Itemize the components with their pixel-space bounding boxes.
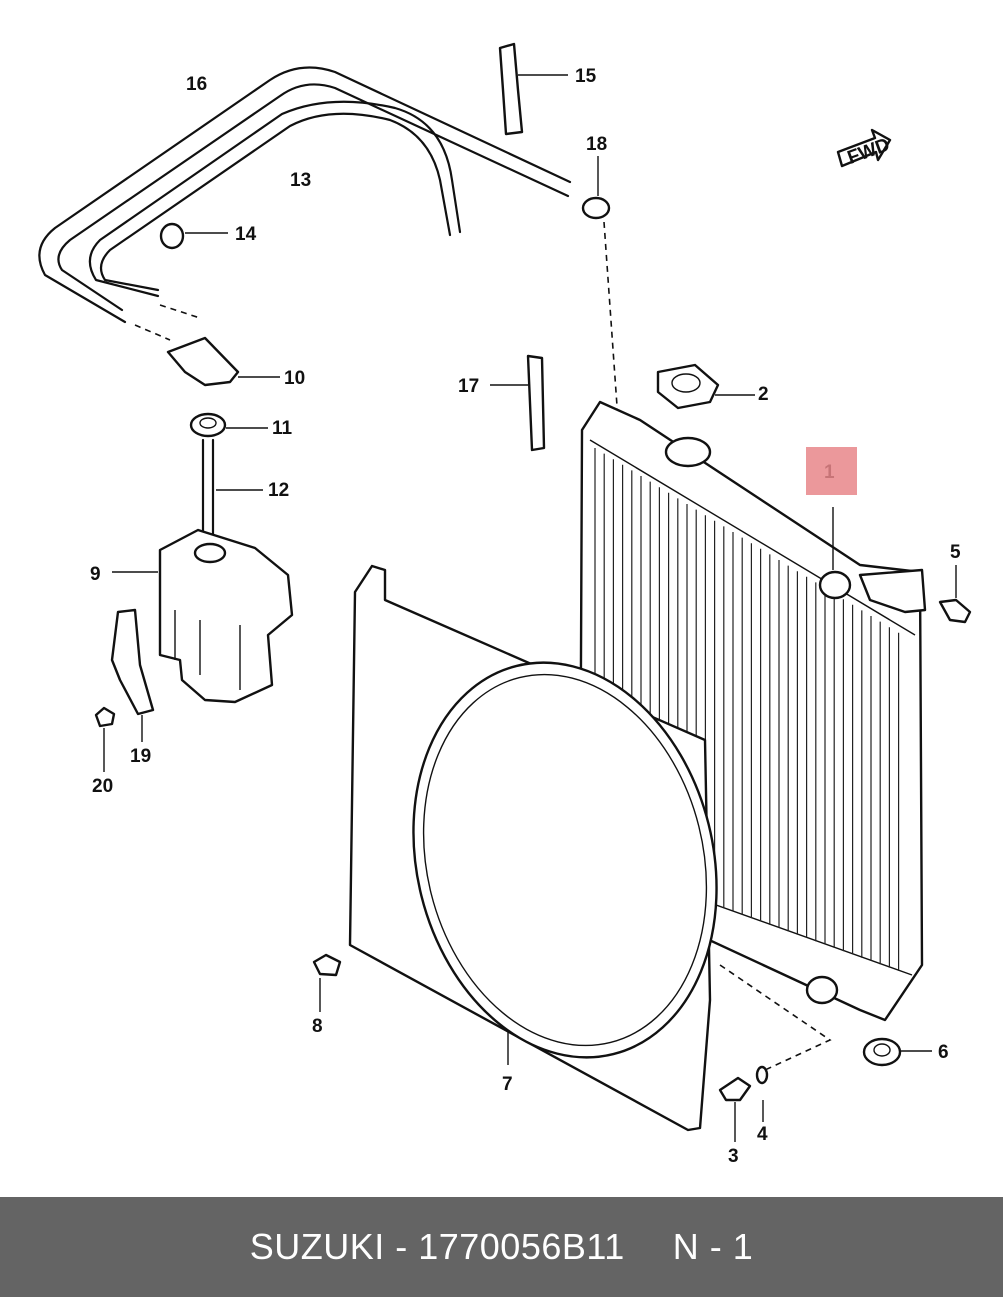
bolt-5 [938, 565, 972, 624]
clip-15 [498, 42, 568, 136]
stay-17 [490, 354, 546, 452]
callout-4: 4 [757, 1124, 768, 1145]
page-reference: N - 1 [672, 1226, 754, 1267]
callout-9: 9 [90, 564, 101, 585]
hose-clamp-18 [581, 156, 619, 421]
grommet-6 [862, 1037, 932, 1067]
callout-19: 19 [130, 746, 151, 767]
callout-6: 6 [938, 1042, 949, 1063]
fan-shroud-7 [348, 564, 832, 1132]
bolt-20 [94, 706, 116, 772]
callout-20: 20 [92, 776, 113, 797]
callout-8: 8 [312, 1016, 323, 1037]
radiator-cap-2 [656, 363, 755, 410]
washer-4 [755, 1065, 769, 1122]
hose-16 [38, 66, 572, 324]
callout-17: 17 [458, 376, 479, 397]
clamp-14 [159, 222, 228, 250]
svg-text:FWD: FWD [845, 134, 893, 169]
callout-15: 15 [575, 66, 597, 87]
callout-3: 3 [728, 1146, 739, 1167]
radiator-exploded-view: FWD [38, 42, 972, 1167]
callout-13: 13 [290, 170, 311, 191]
callout-2: 2 [758, 384, 769, 405]
bracket-10 [134, 304, 280, 387]
cap-11 [189, 412, 268, 438]
brand-part-number: SUZUKI - 1770056B11 [249, 1226, 625, 1267]
bracket-19 [110, 608, 155, 742]
hose-13 [88, 100, 462, 298]
highlight-callout-1 [806, 447, 857, 495]
callout-14: 14 [235, 224, 257, 245]
bolt-8 [312, 953, 342, 1012]
callout-7: 7 [502, 1074, 513, 1095]
callout-12: 12 [268, 480, 289, 501]
reservoir-tank-9 [112, 528, 294, 704]
callout-10: 10 [284, 368, 305, 389]
callout-11: 11 [272, 418, 293, 439]
fwd-arrow-icon: FWD [836, 128, 893, 169]
hose-12 [201, 438, 263, 550]
callout-5: 5 [950, 542, 961, 563]
parts-diagram: FWD [38, 42, 972, 1167]
bolt-3 [718, 1076, 752, 1142]
callout-16: 16 [186, 74, 207, 95]
callout-18: 18 [586, 134, 607, 155]
footer-bar: SUZUKI - 1770056B11 N - 1 [0, 1197, 1003, 1297]
